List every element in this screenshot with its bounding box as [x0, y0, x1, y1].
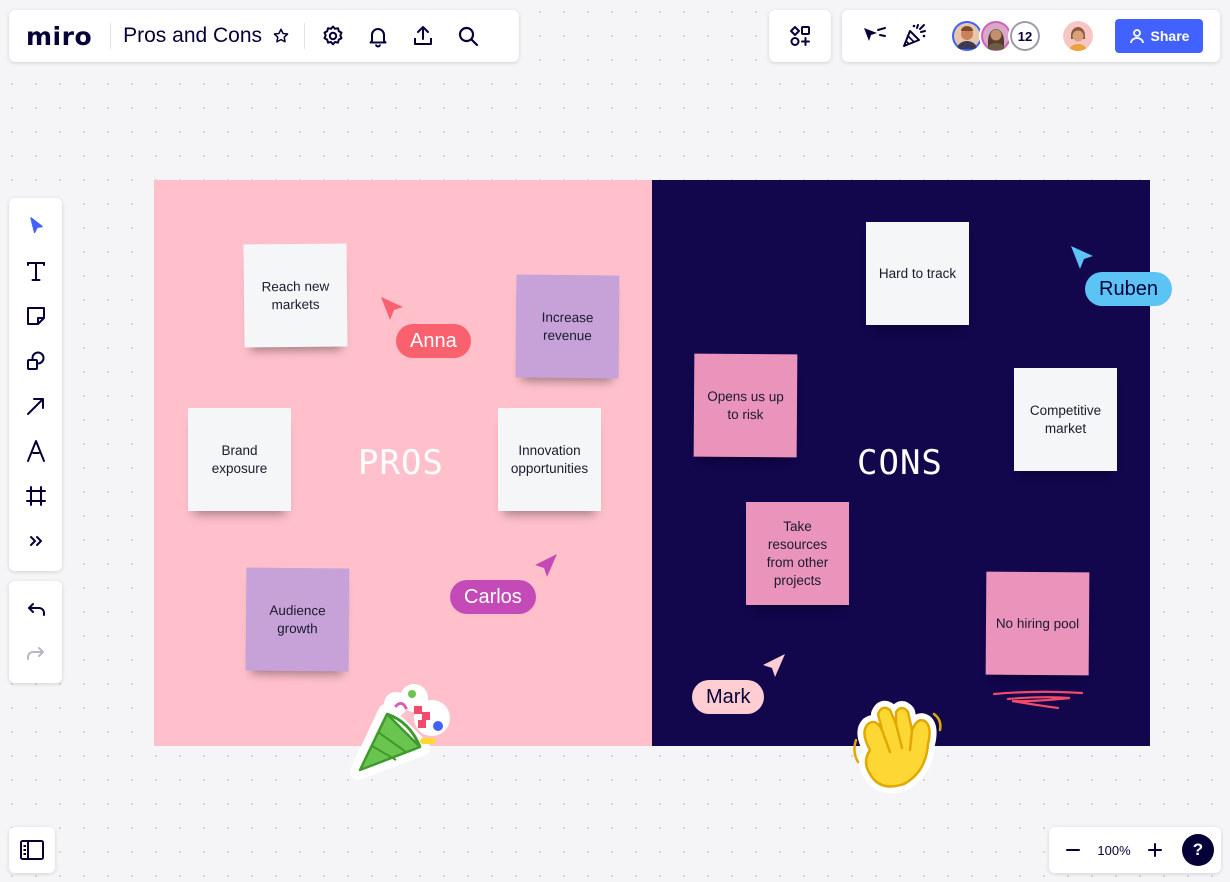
frame-icon[interactable] [20, 480, 52, 512]
sidebar-toggle-button[interactable] [9, 827, 55, 873]
select-tool-icon[interactable] [20, 210, 52, 242]
cursor-arrow-icon[interactable] [858, 20, 890, 52]
upload-icon[interactable] [407, 20, 439, 52]
board-header: miro Pros and Cons [9, 10, 519, 62]
sticky-note[interactable]: Increase revenue [515, 274, 620, 379]
arrow-line-icon[interactable] [20, 390, 52, 422]
apps-icon[interactable] [784, 20, 816, 52]
apps-panel [769, 10, 831, 62]
sticky-note[interactable]: Competitive market [1014, 368, 1117, 471]
scribble-underline[interactable] [990, 688, 1086, 714]
zoom-controls: 100% ? [1049, 827, 1221, 873]
help-button[interactable]: ? [1182, 834, 1214, 866]
sticky-note[interactable]: Innovation opportunities [498, 408, 601, 511]
cursor-arrow-icon [1071, 246, 1093, 269]
sticky-note[interactable]: Take resources from other projects [746, 502, 849, 605]
settings-icon[interactable] [317, 20, 349, 52]
shapes-icon[interactable] [20, 345, 52, 377]
cursor-label-ruben: Ruben [1085, 272, 1172, 306]
collaboration-bar: 12 Share [842, 10, 1220, 62]
share-button[interactable]: Share [1115, 19, 1203, 53]
sticky-note[interactable]: Brand exposure [188, 408, 291, 511]
text-tool-icon[interactable] [20, 255, 52, 287]
party-popper-sticker[interactable] [344, 680, 456, 788]
cursor-arrow-icon [381, 297, 403, 320]
redo-icon[interactable] [20, 639, 52, 671]
minus-icon [1066, 849, 1080, 851]
sticky-note-icon[interactable] [20, 300, 52, 332]
plus-icon [1148, 843, 1162, 857]
confetti-icon[interactable] [898, 20, 930, 52]
bell-icon[interactable] [362, 20, 394, 52]
avatar[interactable] [950, 19, 984, 53]
board-title[interactable]: Pros and Cons [123, 24, 263, 47]
search-icon[interactable] [452, 20, 484, 52]
cons-title[interactable]: CONS [857, 443, 943, 483]
sticky-note[interactable]: Audience growth [245, 567, 350, 672]
divider [110, 23, 112, 49]
zoom-in-button[interactable] [1139, 834, 1171, 866]
collaborator-count-label: 12 [1017, 28, 1033, 44]
sticky-note[interactable]: Hard to track [866, 222, 969, 325]
zoom-out-button[interactable] [1057, 834, 1089, 866]
cursor-label-anna: Anna [396, 324, 471, 358]
user-icon [1129, 29, 1144, 44]
collaborator-count[interactable]: 12 [1008, 19, 1042, 53]
history-toolbar [9, 581, 62, 683]
zoom-level[interactable]: 100% [1097, 842, 1131, 858]
share-label: Share [1150, 28, 1190, 44]
more-tools-icon[interactable] [20, 525, 52, 557]
sticky-note[interactable]: Opens us up to risk [693, 353, 798, 458]
pen-icon[interactable] [20, 435, 52, 467]
tools-toolbar [9, 198, 62, 571]
cursor-label-mark: Mark [692, 680, 765, 714]
undo-icon[interactable] [20, 594, 52, 626]
sidebar-icon [20, 840, 44, 860]
miro-logo[interactable]: miro [26, 21, 93, 51]
sticky-note[interactable]: No hiring pool [985, 571, 1090, 676]
cursor-arrow-icon [763, 654, 785, 677]
current-user-avatar[interactable] [1061, 19, 1095, 53]
cursor-arrow-icon [535, 554, 557, 577]
divider [304, 23, 306, 49]
avatar[interactable] [979, 19, 1013, 53]
sticky-note[interactable]: Reach new markets [243, 243, 348, 348]
cursor-label-carlos: Carlos [450, 580, 536, 614]
star-icon[interactable] [268, 20, 294, 52]
waving-hand-sticker[interactable] [848, 700, 946, 796]
pros-title[interactable]: PROS [358, 443, 444, 483]
